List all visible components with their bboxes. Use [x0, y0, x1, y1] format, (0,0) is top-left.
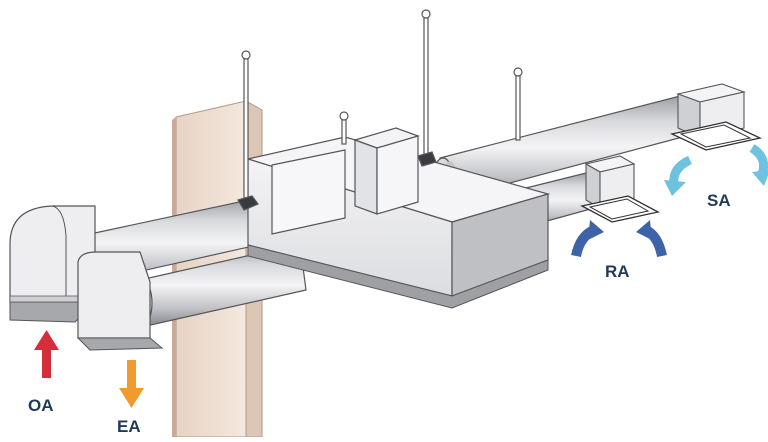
ventilation-unit [245, 127, 551, 309]
oa-label: OA [28, 396, 54, 415]
ra-arrow-right [636, 220, 667, 258]
return-air-register [580, 155, 660, 223]
ra-label: RA [605, 262, 630, 281]
ea-label: EA [117, 417, 141, 436]
supply-air-register [670, 83, 762, 151]
oa-arrow [34, 330, 59, 378]
hanger-rods [237, 9, 523, 211]
sa-label: SA [707, 191, 731, 210]
ea-arrow [119, 360, 144, 408]
sa-arrow-left [664, 155, 693, 196]
outdoor-air-elbow [9, 205, 97, 323]
ra-arrow-left [571, 220, 604, 258]
exhaust-air-elbow [76, 251, 164, 351]
sa-arrow-right [749, 144, 768, 186]
